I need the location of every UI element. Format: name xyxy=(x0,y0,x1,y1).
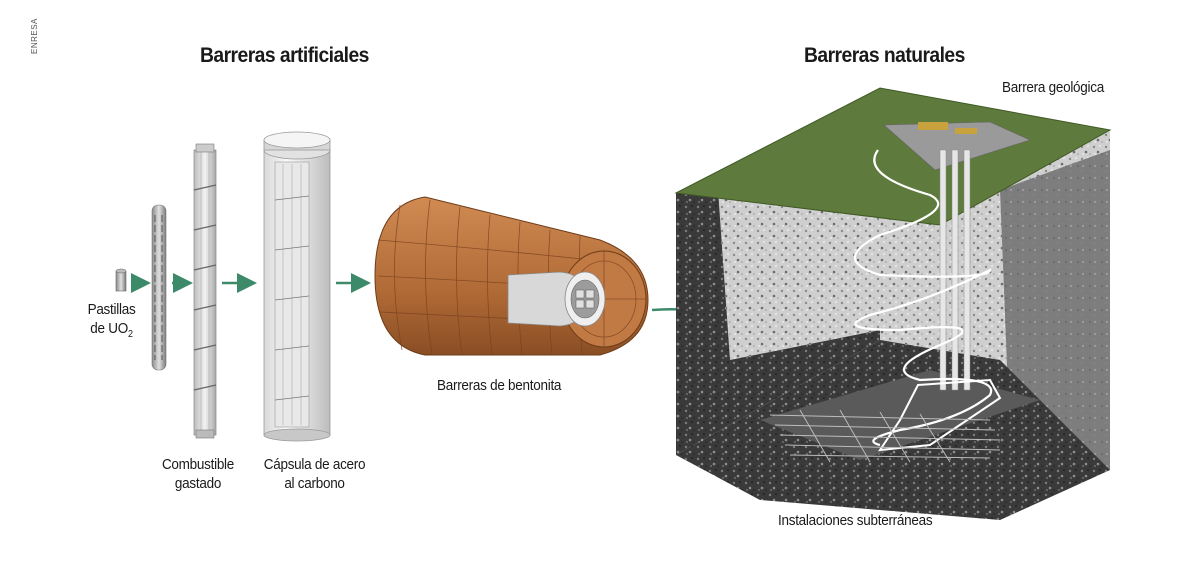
label-pellets-line2-wrap: de UO2 xyxy=(80,319,143,344)
heading-artificial-barriers: Barreras artificiales xyxy=(200,44,369,67)
label-capsule-line1: Cápsula de acero xyxy=(263,456,366,473)
steel-capsule xyxy=(263,131,331,442)
label-pellets: Pastillas de UO2 xyxy=(80,300,143,344)
heading-natural-barriers: Barreras naturales xyxy=(804,44,965,67)
label-pellets-subscript: 2 xyxy=(127,329,133,340)
label-capsule-line2: al carbono xyxy=(284,475,345,492)
label-geologic-barrier: Barrera geológica xyxy=(1002,79,1104,96)
geologic-block xyxy=(674,87,1112,520)
label-spent-fuel-line1: Combustible xyxy=(161,456,235,473)
label-capsule: Cápsula de acero al carbono xyxy=(256,455,373,493)
fuel-rod xyxy=(151,204,167,371)
label-bentonite: Barreras de bentonita xyxy=(437,377,562,394)
label-spent-fuel: Combustible gastado xyxy=(153,455,243,493)
label-underground-facilities: Instalaciones subterráneas xyxy=(778,512,933,529)
label-pellets-line2: de UO xyxy=(90,320,128,337)
label-pellets-line1: Pastillas xyxy=(87,301,136,318)
label-spent-fuel-line2: gastado xyxy=(174,475,222,492)
spent-fuel-assembly xyxy=(193,143,217,439)
bentonite-barrier xyxy=(374,196,649,356)
uo2-pellet xyxy=(115,268,127,292)
